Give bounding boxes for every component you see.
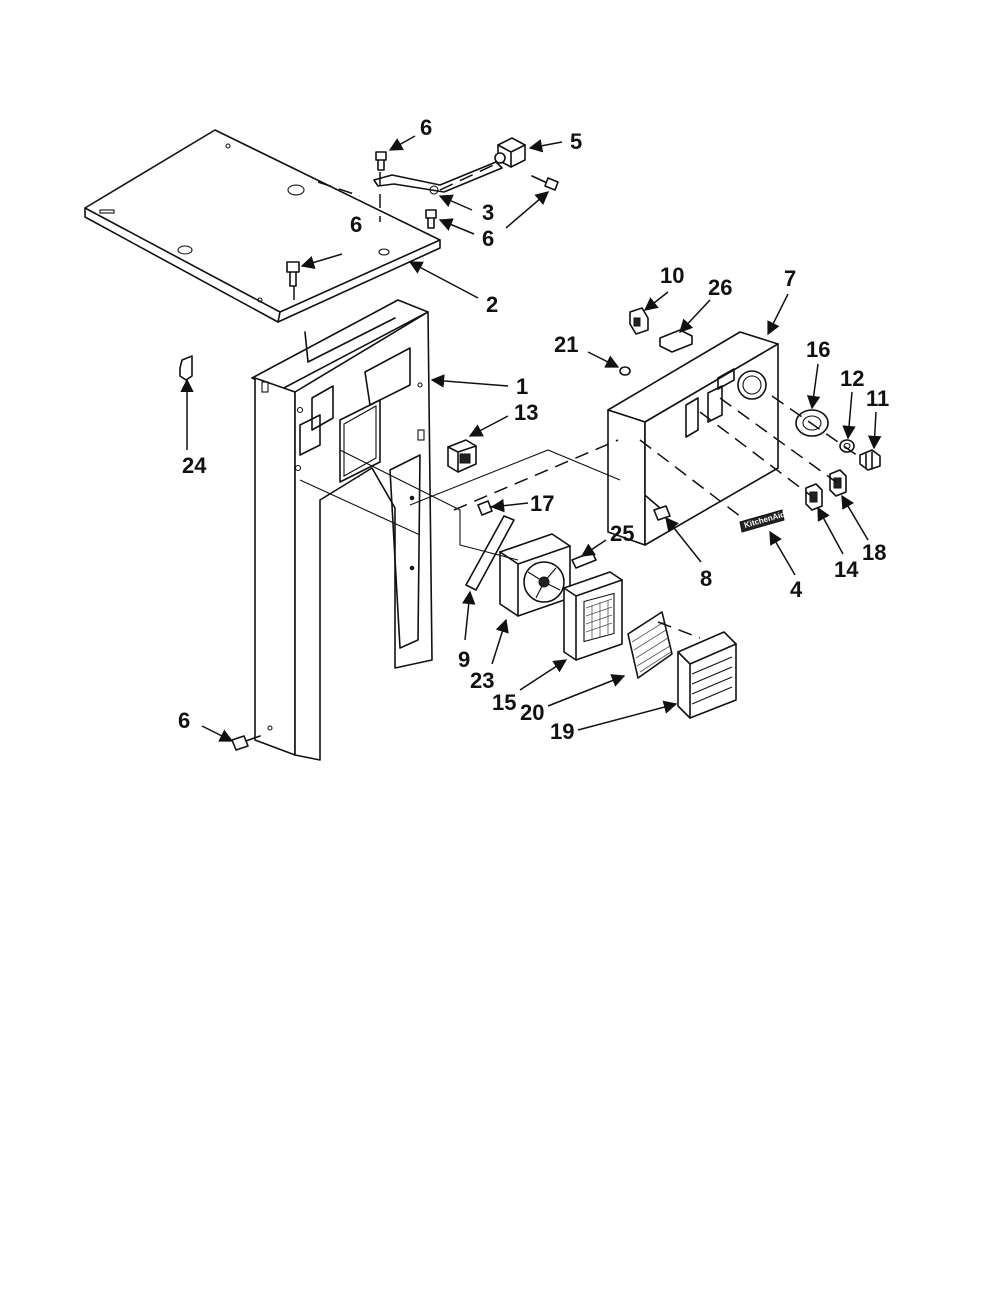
knob — [859, 449, 881, 471]
callout-12: 12 — [840, 366, 864, 391]
callout-18: 18 — [862, 540, 886, 565]
callout-10: 10 — [660, 263, 684, 288]
main-frame — [251, 299, 433, 761]
switch-left — [805, 483, 823, 511]
callout-26: 26 — [708, 275, 732, 300]
fan — [499, 533, 571, 617]
bracket-block — [494, 137, 526, 168]
callout-13: 13 — [514, 400, 538, 425]
callout-labels: 6 5 3 6 6 2 1 13 24 17 10 26 21 7 16 12 … — [178, 115, 889, 744]
callout-21: 21 — [554, 332, 578, 357]
screw-fan — [477, 500, 503, 516]
fan-housing — [563, 571, 623, 661]
nameplate-text: KitchenAid — [743, 510, 786, 530]
callout-19: 19 — [550, 719, 574, 744]
callout-9: 9 — [458, 647, 470, 672]
callout-15: 15 — [492, 690, 516, 715]
callout-4: 4 — [790, 577, 803, 602]
screw-plate — [286, 261, 300, 287]
nameplate-badge: KitchenAid — [739, 509, 786, 533]
callout-20: 20 — [520, 700, 544, 725]
nut — [839, 439, 855, 453]
control-panel — [607, 331, 779, 546]
callout-5: 5 — [570, 129, 582, 154]
leader-arrows — [180, 135, 882, 742]
callout-6-top: 6 — [420, 115, 432, 140]
callout-14: 14 — [834, 557, 859, 582]
callout-1: 1 — [516, 374, 528, 399]
filter — [627, 611, 673, 679]
screw-bottom — [231, 735, 261, 751]
callout-24: 24 — [182, 453, 207, 478]
screw-right — [531, 175, 559, 191]
switch-right — [829, 469, 847, 497]
screw-top — [375, 151, 387, 171]
clip — [179, 355, 193, 381]
small-bracket — [659, 329, 693, 353]
rocker-switch — [447, 439, 477, 473]
callout-8: 8 — [700, 566, 712, 591]
callout-2: 2 — [486, 292, 498, 317]
wire-bracket — [373, 161, 503, 195]
callout-6-mid: 6 — [482, 226, 494, 251]
grommet — [619, 366, 631, 376]
callout-16: 16 — [806, 337, 830, 362]
screw-panel — [645, 495, 671, 521]
grille — [677, 631, 737, 719]
callout-25: 25 — [610, 521, 634, 546]
callout-7: 7 — [784, 266, 796, 291]
callout-23: 23 — [470, 668, 494, 693]
screw-mid — [425, 209, 437, 229]
connector-clip — [629, 307, 649, 335]
callout-11: 11 — [866, 386, 889, 411]
top-plate — [84, 129, 441, 323]
assembly-lines — [293, 161, 859, 639]
callout-6-plate: 6 — [350, 212, 362, 237]
callout-3: 3 — [482, 200, 494, 225]
callout-17: 17 — [530, 491, 554, 516]
callout-6-bottom: 6 — [178, 708, 190, 733]
